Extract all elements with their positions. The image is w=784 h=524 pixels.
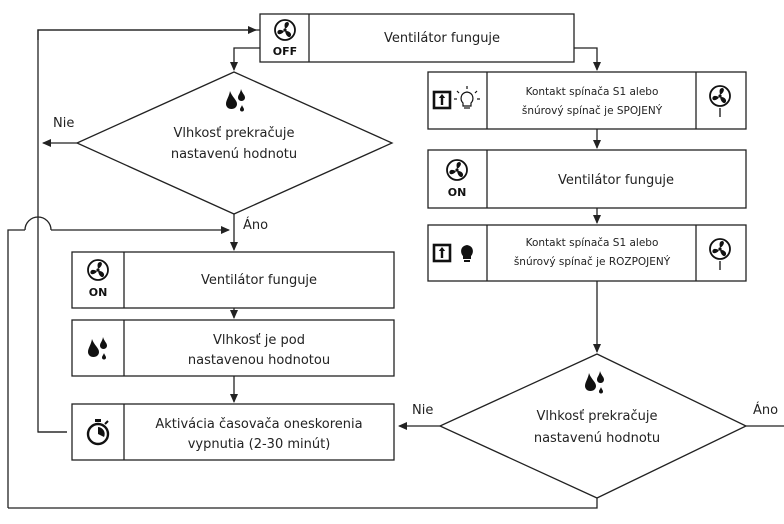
bottom-return-line	[8, 498, 598, 509]
switch-disconnected-line1: Kontakt spínača S1 alebo	[526, 237, 659, 249]
fan-off-icon: OFF	[273, 19, 297, 58]
left-decision-line1: Vlhkosť prekračuje	[174, 126, 295, 141]
left-fan-on-label: Ventilátor funguje	[201, 273, 317, 288]
right-yes-label: Áno	[753, 402, 778, 418]
right-decision-line2: nastavenú hodnotu	[534, 431, 660, 446]
switch-light-off-icon	[432, 243, 473, 263]
left-fan-on-box: ON Ventilátor funguje	[71, 251, 395, 309]
fan-off-box: OFF Ventilátor funguje	[259, 13, 575, 63]
switch-connected-line1: Kontakt spínača S1 alebo	[526, 86, 659, 98]
fan-on-icon: ON	[446, 159, 468, 199]
left-yes-label: Áno	[243, 217, 268, 233]
timer-line1: Aktivácia časovača oneskorenia	[155, 417, 362, 432]
top-to-left-arrow	[230, 47, 260, 71]
humidity-below-box: Vlhkosť je pod nastavenou hodnotou	[71, 319, 395, 377]
timer-line2: vypnutia (2-30 minút)	[188, 437, 331, 452]
line-hop	[24, 216, 52, 231]
fan-on-icon: ON	[87, 259, 109, 299]
humidity-below-line2: nastavenou hodnotou	[188, 353, 330, 368]
svg-text:ON: ON	[89, 286, 108, 299]
return-arrow	[37, 26, 257, 40]
left-no-label: Nie	[53, 116, 74, 131]
svg-text:ON: ON	[448, 186, 467, 199]
fan-icon	[709, 238, 731, 270]
switch-light-on-icon	[432, 86, 480, 110]
timer-box: Aktivácia časovača oneskorenia vypnutia …	[71, 403, 395, 461]
feedback-line	[7, 229, 25, 508]
fan-off-box-label: Ventilátor funguje	[384, 31, 500, 46]
left-decision-line2: nastavenú hodnotu	[171, 147, 297, 162]
switch-disconnected-box: Kontakt spínača S1 alebo šnúrový spínač …	[427, 224, 747, 282]
right-decision-line1: Vlhkosť prekračuje	[537, 409, 658, 424]
right-fan-on-box: ON Ventilátor funguje	[427, 149, 747, 209]
fan-icon	[709, 85, 731, 117]
humidity-below-line1: Vlhkosť je pod	[213, 333, 305, 348]
switch-disconnected-line2: šnúrový spínač je ROZPOJENÝ	[514, 255, 671, 268]
svg-text:OFF: OFF	[273, 45, 297, 58]
right-fan-on-label: Ventilátor funguje	[558, 173, 674, 188]
switch-connected-line2: šnúrový spínač je SPOJENÝ	[522, 104, 663, 117]
right-decision: Vlhkosť prekračuje nastavenú hodnotu	[438, 353, 748, 499]
switch-connected-box: Kontakt spínača S1 alebo šnúrový spínač …	[427, 71, 747, 130]
timer-icon	[86, 419, 110, 446]
right-no-label: Nie	[412, 403, 433, 418]
top-to-right-arrow	[574, 47, 601, 71]
left-decision: Vlhkosť prekračuje nastavenú hodnotu	[75, 71, 394, 215]
